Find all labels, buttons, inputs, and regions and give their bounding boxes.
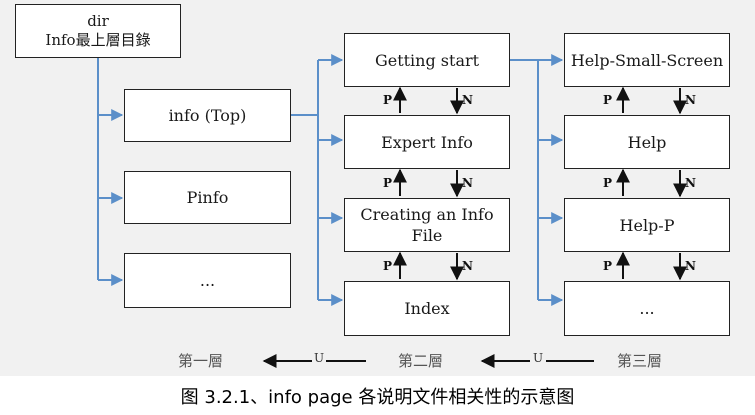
prev-label: P: [383, 259, 393, 273]
figure-caption: 图 3.2.1、info page 各说明文件相关性的示意图: [180, 386, 575, 408]
prev-label: P: [603, 176, 613, 190]
level-second-label: 第二層: [398, 352, 444, 370]
next-label: N: [462, 93, 473, 107]
node-more-level3: ...: [564, 281, 730, 336]
next-label: N: [462, 259, 473, 273]
node-help-small-screen: Help-Small-Screen: [564, 33, 730, 87]
up-label: U: [314, 351, 325, 365]
node-index: Index: [344, 281, 510, 336]
next-label: N: [685, 176, 696, 190]
node-getting-start: Getting start: [344, 33, 510, 87]
prev-label: P: [603, 93, 613, 107]
node-help: Help: [564, 115, 730, 169]
node-info-top: info (Top): [124, 89, 291, 142]
next-label: N: [685, 93, 696, 107]
node-dir: dir Info最上層目錄: [15, 4, 181, 58]
node-creating-info-file: Creating an Info File: [344, 198, 510, 252]
node-more-level1: ...: [124, 253, 291, 308]
up-label: U: [533, 351, 544, 365]
node-pinfo: Pinfo: [124, 171, 291, 224]
next-label: N: [685, 259, 696, 273]
prev-label: P: [383, 93, 393, 107]
node-help-p: Help-P: [564, 198, 730, 252]
prev-label: P: [383, 176, 393, 190]
prev-label: P: [603, 259, 613, 273]
level-first-label: 第一層: [178, 352, 224, 370]
node-expert-info: Expert Info: [344, 115, 510, 169]
connector-lines: [97, 54, 687, 368]
level-third-label: 第三層: [617, 352, 663, 370]
next-label: N: [462, 176, 473, 190]
